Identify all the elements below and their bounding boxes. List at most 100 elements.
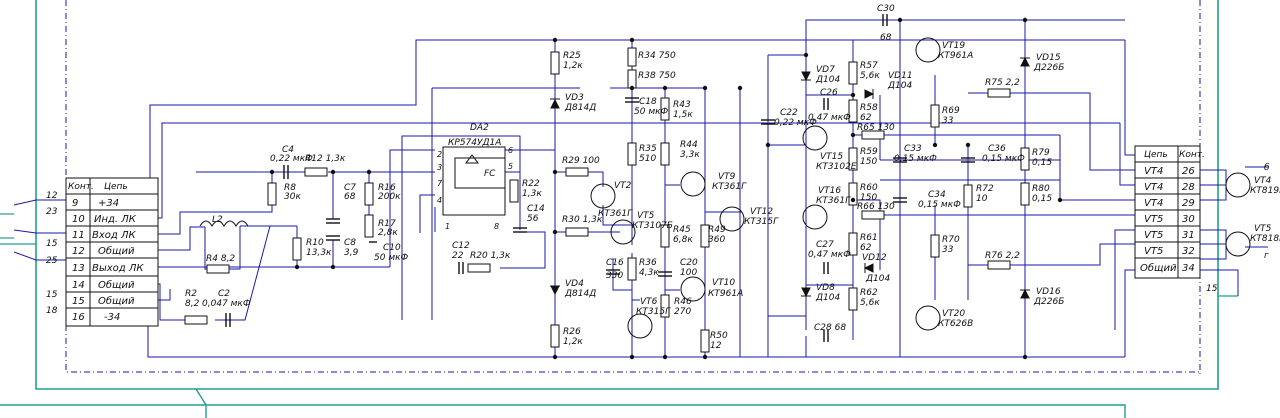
r79-resistor: [1020, 147, 1030, 171]
label-r43: R43: [673, 100, 691, 110]
left-pin: 15: [72, 296, 85, 307]
label-r45-value: 6,8к: [673, 235, 693, 245]
label-c18-value: 50 мкФ: [634, 107, 669, 117]
label-r10: R10: [306, 238, 324, 248]
opamp-labels: DA2 КР574УД1А FC 2 3 7 4 6 5 1 8: [437, 123, 513, 231]
left-circuit: Инд. ЛК: [94, 214, 137, 225]
opamp-pin: 1: [445, 222, 450, 231]
label-r20: R20 1,3к: [470, 251, 511, 261]
label-c20-value: 100: [680, 268, 697, 278]
label-r49: R49: [708, 225, 726, 235]
label-c8: C8: [344, 238, 356, 248]
opamp-pin: 2: [437, 150, 442, 159]
label-r38: R38 750: [638, 71, 676, 81]
r22-resistor: [509, 179, 519, 203]
label-r2-value: 8,2: [185, 299, 200, 309]
label-vt19: VT19: [942, 41, 965, 51]
r36-resistor: [627, 257, 637, 281]
wire-number: 23: [46, 207, 58, 217]
opamp-pin: 5: [508, 162, 513, 171]
diodes: [550, 56, 1030, 299]
label-r69-value: 33: [942, 116, 954, 126]
r80-resistor: [1020, 182, 1030, 206]
label-r75: R75 2,2: [985, 78, 1020, 88]
r62-resistor: [848, 287, 858, 311]
r26-resistor: [550, 324, 560, 348]
label-r25-value: 1,2к: [563, 61, 583, 71]
r20-resistor: [467, 263, 491, 273]
left-pin: 14: [72, 280, 85, 291]
right-circuit: VT4: [1144, 166, 1163, 177]
label-r50: R50: [710, 331, 728, 341]
label-vt20: VT20: [942, 309, 965, 319]
left-circuit: Общий: [98, 279, 135, 291]
vt5-ref: VT5: [1254, 224, 1272, 234]
r38-resistor: [627, 69, 637, 89]
label-vt12: VT12: [750, 207, 773, 217]
label-r22-value: 1,3к: [522, 189, 542, 199]
label-vt9-value: КТ361Г: [712, 182, 747, 192]
r29-resistor: [565, 167, 589, 177]
label-r26-value: 1,2к: [563, 337, 583, 347]
opamp-pin: 4: [437, 196, 442, 205]
opamp-pin: 7: [437, 179, 443, 188]
label-vd4: VD4: [565, 279, 584, 289]
r50-resistor: [700, 329, 710, 353]
opamp-pin: 8: [494, 222, 499, 231]
label-r25: R25: [563, 51, 581, 61]
label-r79: R79: [1032, 148, 1050, 158]
label-c4: C4: [282, 145, 294, 155]
label-vd11-value: Д104: [887, 81, 912, 91]
label-c33-value: 0,15 мкФ: [894, 154, 937, 164]
label-vt15: VT15: [820, 152, 843, 162]
label-vt10-value: КТ961А: [708, 289, 743, 299]
r12-resistor: [304, 167, 328, 177]
right-circuit: VT4: [1144, 198, 1163, 209]
r30-resistor: [565, 227, 589, 237]
label-c8-value: 3,9: [344, 248, 359, 258]
label-l2: L2: [212, 215, 223, 225]
right-pin: 30: [1182, 214, 1195, 225]
r4-resistor: [206, 264, 230, 274]
opamp-da2: [442, 146, 506, 216]
opamp-pin: 3: [437, 163, 442, 172]
label-c34: C34: [928, 190, 946, 200]
label-vd11: VD11: [888, 71, 913, 81]
r76-resistor: [987, 260, 1011, 270]
r43-resistor: [660, 97, 670, 121]
r2-resistor: [184, 315, 208, 325]
label-vt15-value: КТ3102Е: [816, 162, 857, 172]
left-circuit: -34: [104, 312, 120, 323]
label-r22: R22: [522, 179, 540, 189]
r46-resistor: [660, 294, 670, 318]
label-c36-value: 0,15 мкФ: [982, 154, 1025, 164]
label-c34-value: 0,15 мкФ: [918, 200, 961, 210]
r72-resistor: [963, 184, 973, 208]
junctions: [269, 17, 1063, 360]
label-c20: C20: [680, 258, 698, 268]
label-vd12-value: Д104: [865, 274, 890, 284]
label-c12-value: 22: [452, 251, 464, 261]
label-r66: R66 130: [857, 202, 895, 212]
label-c27-value: 0,47 мкФ: [808, 250, 851, 260]
label-r44-value: 3,3к: [680, 150, 700, 160]
left-circuit: Общий: [98, 295, 135, 307]
wire-number: 15: [46, 239, 58, 249]
label-r80: R80: [1032, 184, 1050, 194]
label-c16: C16: [606, 258, 624, 268]
label-vt9: VT9: [718, 172, 736, 182]
left-circuit: +34: [98, 198, 119, 209]
label-c14-value: 56: [527, 214, 539, 224]
label-vt12-value: КТ315Г: [744, 217, 779, 227]
transistors: [590, 37, 1251, 339]
r16-resistor: [364, 182, 374, 206]
label-r70: R70: [942, 235, 960, 245]
label-r58-value: 62: [860, 113, 872, 123]
left-circuit: Общий: [98, 245, 135, 257]
label-vd7: VD7: [816, 65, 835, 75]
label-r10-value: 13,3к: [306, 248, 332, 258]
right-circuit: VT4: [1144, 182, 1163, 193]
right-circuit: Общий: [1140, 262, 1177, 274]
inductor-l2: [199, 220, 249, 227]
r66-resistor: [861, 210, 885, 220]
